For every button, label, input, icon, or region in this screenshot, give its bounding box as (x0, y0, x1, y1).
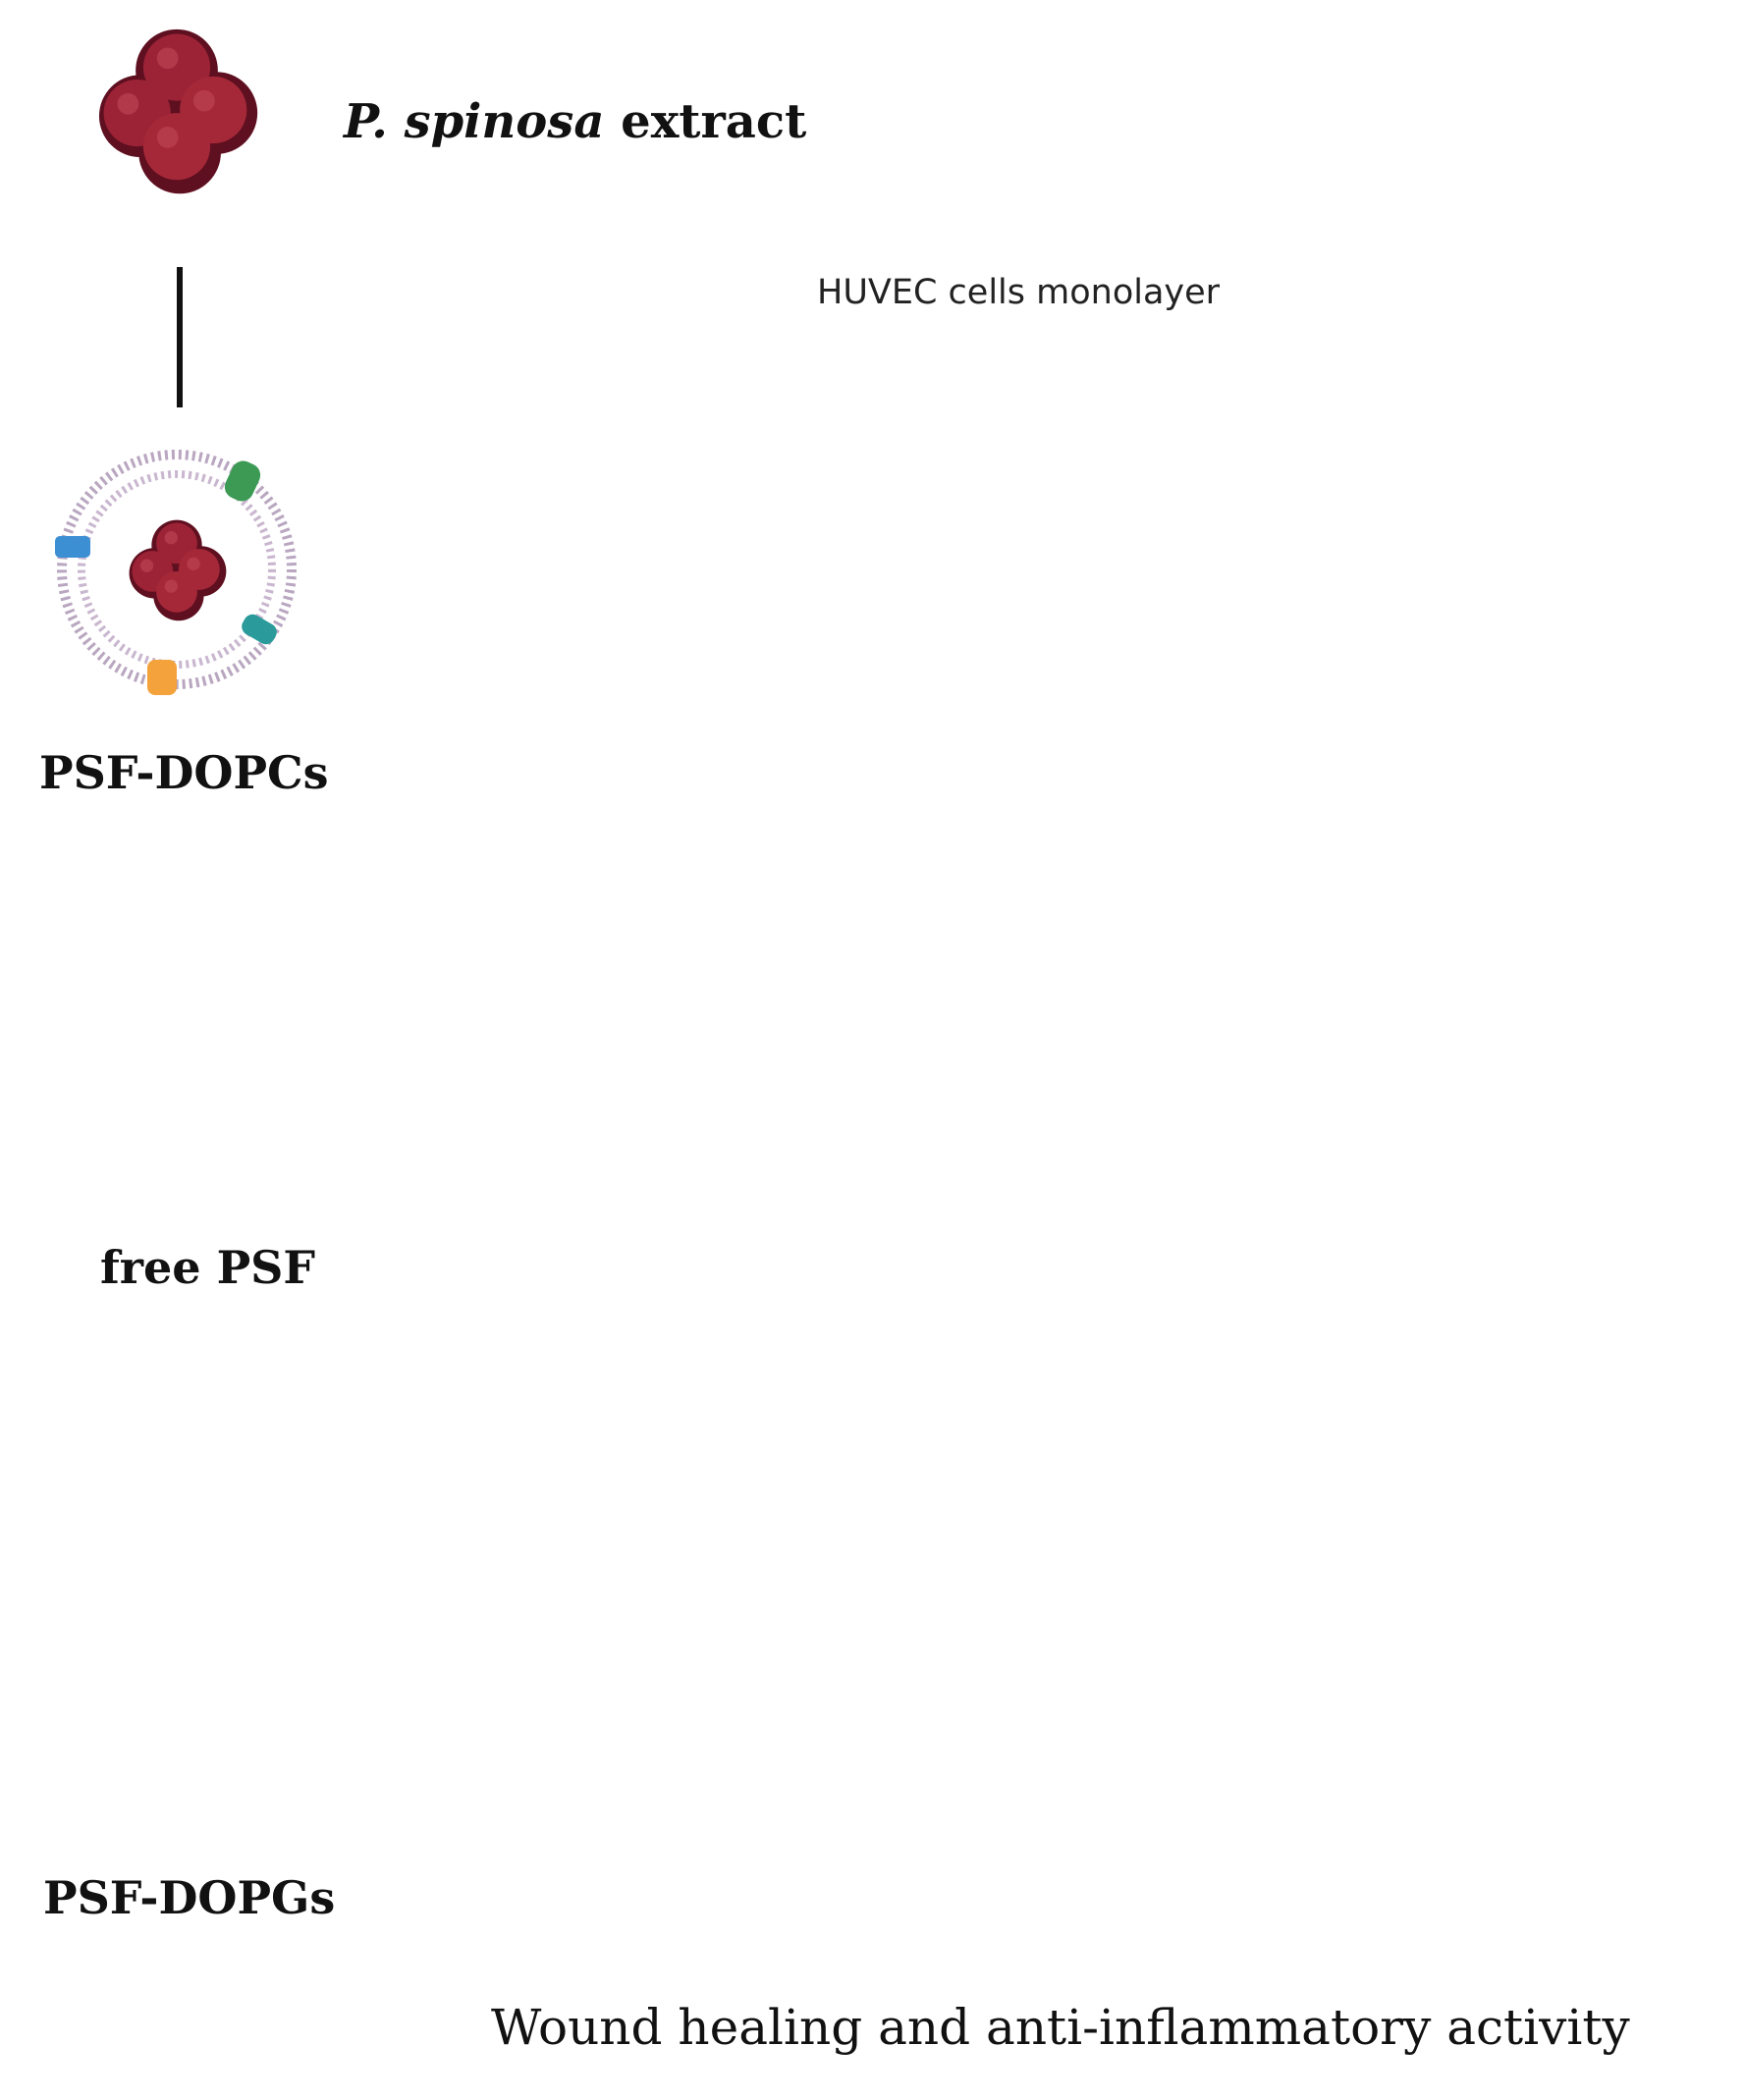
psf-dopgs-label: PSF-DOPGs (43, 1871, 336, 1924)
psf-dopcs-label: PSF-DOPCs (39, 746, 329, 799)
extract-label: P. spinosa extract (344, 94, 806, 149)
psf-extract-icon (98, 28, 258, 194)
free-psf-label: free PSF (100, 1241, 316, 1294)
huvec-label: HUVEC cells monolayer (817, 273, 1221, 312)
extract-word: extract (604, 94, 807, 149)
extract-species: P. spinosa (344, 94, 605, 149)
liposome-dopc-icon (55, 450, 297, 695)
figure-caption: Wound healing and anti-inflammatory acti… (491, 1999, 1630, 2056)
